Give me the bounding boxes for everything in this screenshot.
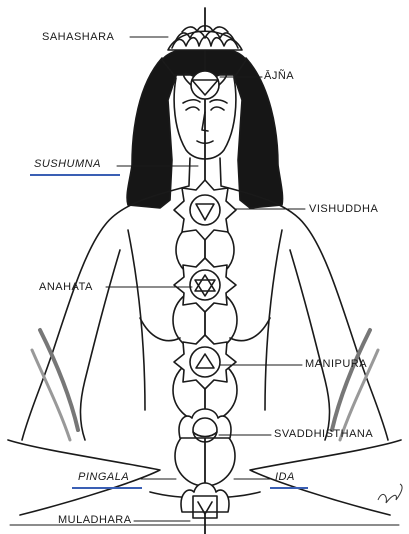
vishuddha-lotus [174, 180, 236, 240]
ida-underline [270, 487, 308, 489]
muladhara-lotus [181, 483, 229, 518]
neck-left [189, 158, 190, 185]
label-vishuddha: VISHUDDHA [309, 203, 378, 215]
artist-signature [378, 484, 402, 503]
label-sushumna: SUSHUMNA [34, 158, 101, 170]
label-muladhara: MULADHARA [58, 514, 132, 526]
left-arm-inner [80, 250, 120, 440]
label-sahashara: SAHASHARA [42, 31, 114, 43]
right-eye [211, 107, 224, 110]
left-eye [186, 107, 199, 110]
label-manipura: MANIPURA [305, 358, 367, 370]
sushumna-underline [30, 174, 120, 176]
pingala-underline [72, 487, 142, 489]
hair [127, 58, 178, 208]
right-leg [250, 440, 401, 515]
right-eyebrow [210, 100, 227, 103]
anahata-lotus [174, 258, 236, 312]
left-eyebrow [183, 100, 200, 103]
ajna-lotus [184, 71, 227, 99]
label-svaddhisthana: SVADDHISTHANA [274, 428, 373, 440]
label-pingala: PINGALA [78, 471, 129, 483]
torso-left [128, 230, 145, 410]
svaddhisthana-lotus [179, 409, 231, 442]
left-shoulder [22, 186, 189, 440]
manipura-lotus [174, 335, 236, 389]
right-shoulder [221, 186, 388, 440]
label-ajna: ĀJÑA [264, 70, 294, 82]
right-arm-inner [290, 250, 330, 440]
torso-right [265, 230, 282, 410]
label-ida: IDA [275, 471, 295, 483]
label-anahata: ANAHATA [39, 281, 93, 293]
neck-right [220, 158, 221, 185]
